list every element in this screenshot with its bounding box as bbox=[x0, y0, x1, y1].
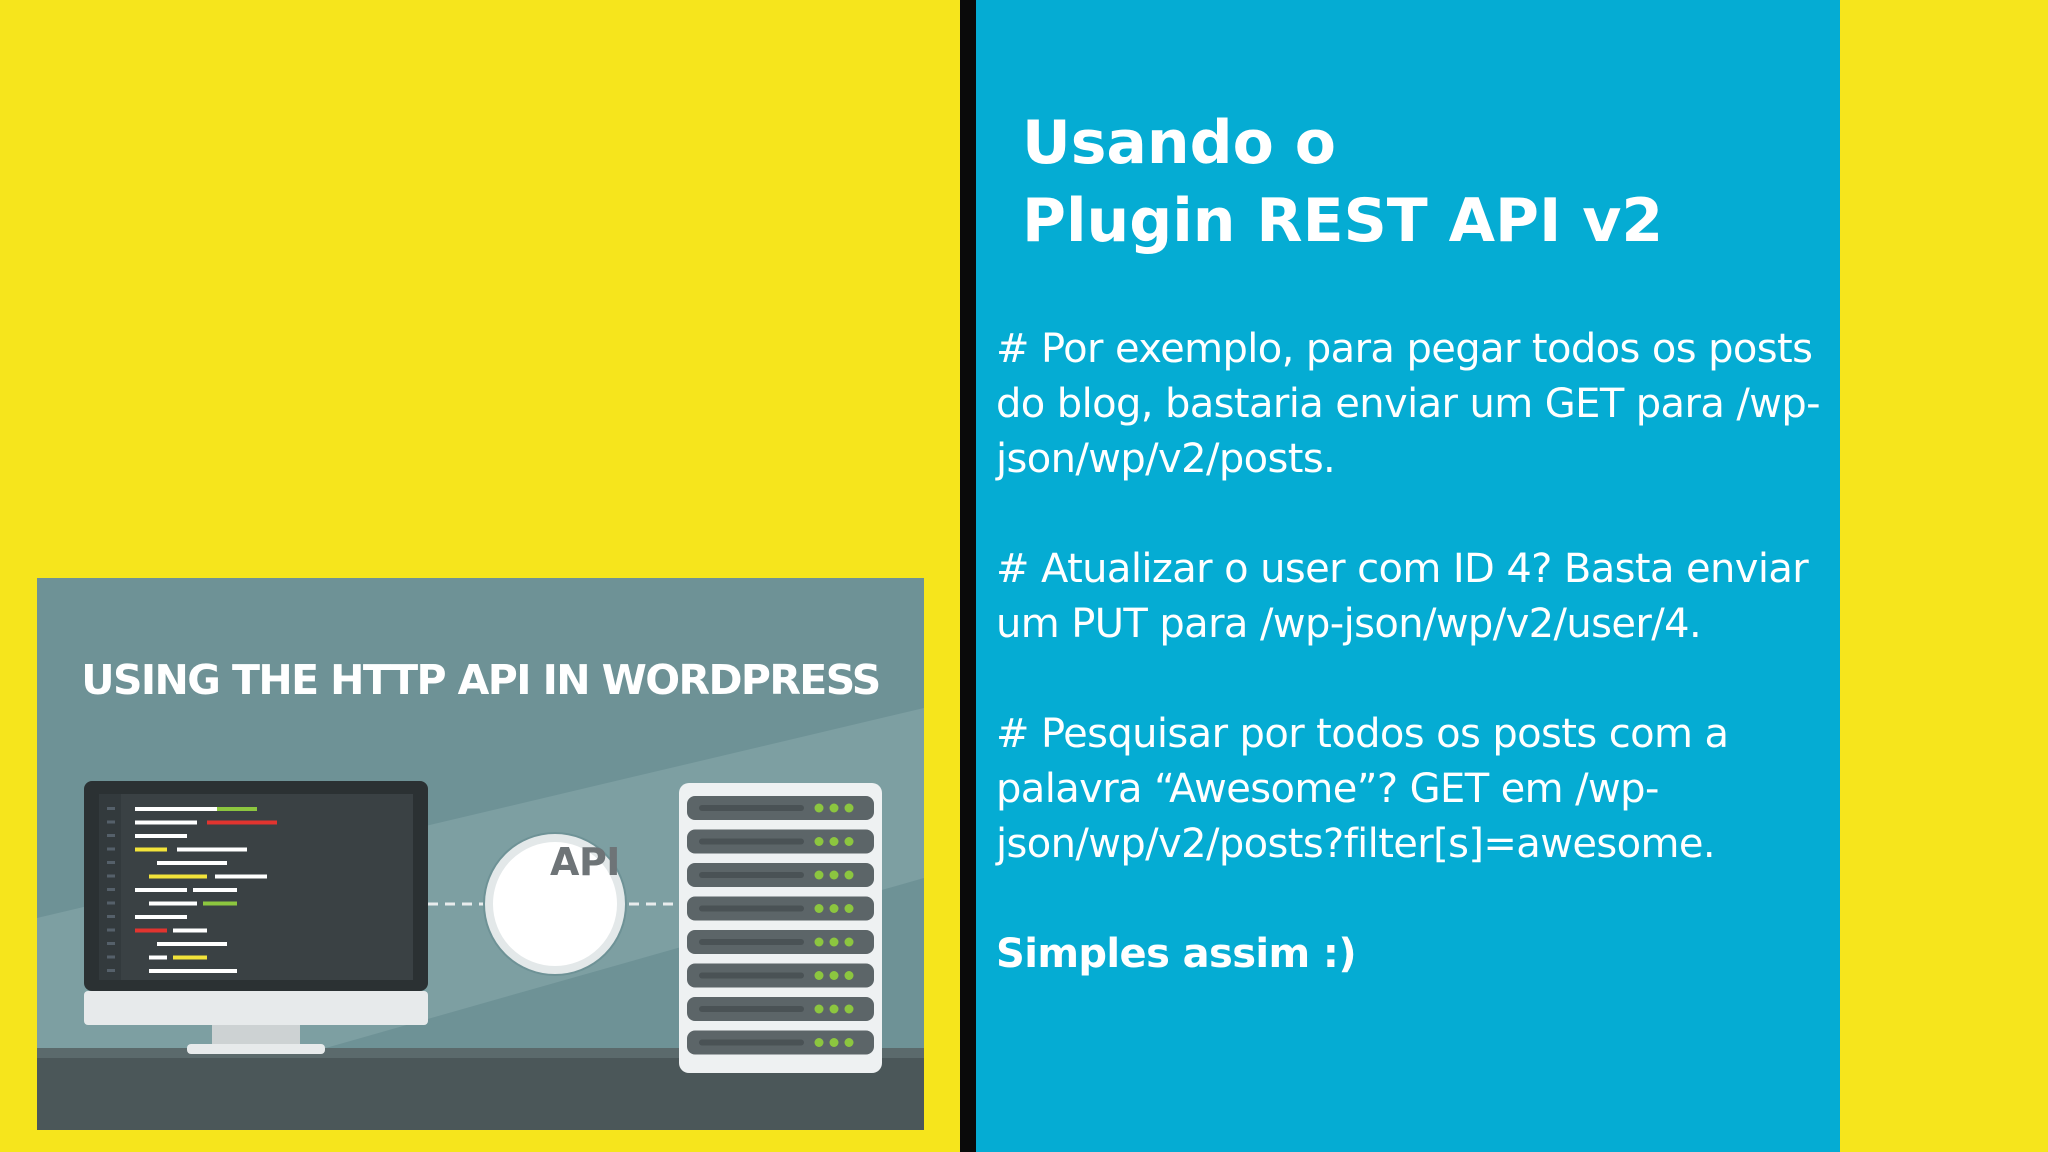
wordpress-http-api-thumbnail: USING THE HTTP API IN WORDPRESS API bbox=[37, 578, 924, 1130]
slide-title: Usando o Plugin REST API v2 bbox=[1022, 104, 1663, 260]
closing-line: Simples assim :) bbox=[996, 931, 1357, 977]
content-panel: Usando o Plugin REST API v2 # Por exempl… bbox=[976, 0, 1840, 1152]
panel-divider bbox=[960, 0, 976, 1152]
slide-body: # Por exemplo, para pegar todos os posts… bbox=[996, 322, 1826, 982]
paragraph-search-posts: # Pesquisar por todos os posts com a pal… bbox=[996, 711, 1729, 867]
server-icon bbox=[679, 783, 882, 1073]
slide-title-line1: Usando o bbox=[1022, 108, 1336, 178]
api-label: API bbox=[550, 840, 620, 884]
slide-title-line2: Plugin REST API v2 bbox=[1022, 186, 1664, 256]
thumbnail-heading: USING THE HTTP API IN WORDPRESS bbox=[81, 656, 881, 704]
api-circle-icon bbox=[483, 832, 627, 976]
monitor-icon bbox=[84, 781, 428, 1054]
paragraph-put-user: # Atualizar o user com ID 4? Basta envia… bbox=[996, 546, 1809, 647]
paragraph-get-posts: # Por exemplo, para pegar todos os posts… bbox=[996, 326, 1821, 482]
